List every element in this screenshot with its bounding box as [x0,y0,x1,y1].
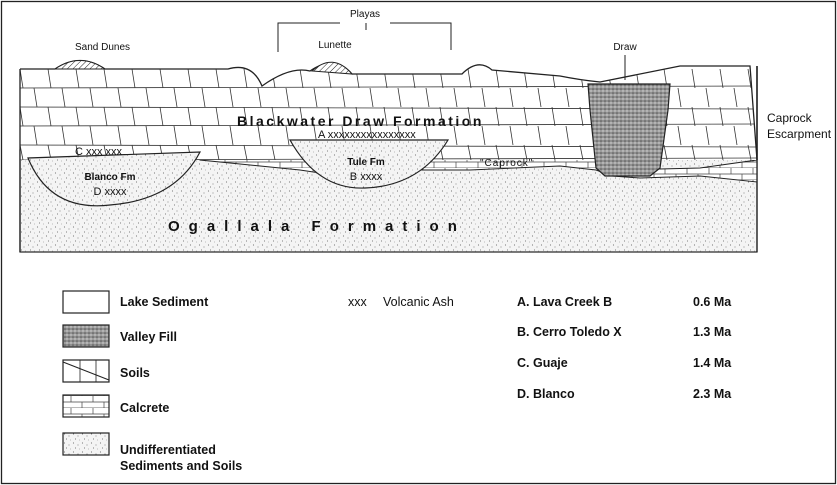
legend-label-sediment-2: Sediments and Soils [120,459,242,473]
caprock-inline-label: "Caprock" [480,158,533,169]
playas-bracket [278,23,451,52]
legend-label-calcrete: Calcrete [120,401,169,415]
ash-age-name-b: B. Cerro Toledo X [517,325,622,339]
legend: Lake Sediment Valley Fill Soils Calcrete… [63,291,454,473]
legend-label-sediment-1: Undifferentiated [120,443,216,457]
legend-swatch-sediment [63,433,109,455]
ash-age-value-c: 1.4 Ma [693,356,732,370]
blanco-fm-label: Blanco Fm [84,172,135,183]
ash-age-name-a: A. Lava Creek B [517,295,612,309]
ash-c-label: C xxx xxx [75,146,123,158]
ash-age-value-a: 0.6 Ma [693,295,732,309]
blackwater-draw-label: Blackwater Draw Formation [237,113,484,129]
caprock-escarpment-label-1: Caprock [767,111,813,125]
ash-b-label: B xxxx [350,171,383,183]
tule-fm-label: Tule Fm [347,157,385,168]
legend-swatch-lake [63,291,109,313]
ash-a-label: A xxxxxxxxxxxxxxxx [318,129,416,141]
draw-label: Draw [613,42,637,53]
draw-valley-fill [588,84,670,176]
legend-label-soils: Soils [120,366,150,380]
caprock-escarpment-label-2: Escarpment [767,127,832,141]
ash-age-value-b: 1.3 Ma [693,325,732,339]
legend-swatch-calcrete [63,395,109,417]
lunette-label: Lunette [318,40,352,51]
legend-swatch-soils [63,360,109,382]
legend-label-valley: Valley Fill [120,330,177,344]
ash-age-table: A. Lava Creek B 0.6 Ma B. Cerro Toledo X… [517,295,732,401]
cross-section: Sand Dunes Playas Lunette Draw Caprock E… [20,9,832,252]
legend-label-lake: Lake Sediment [120,295,209,309]
legend-swatch-valley [63,325,109,347]
ash-age-name-d: D. Blanco [517,387,575,401]
ogallala-label: Ogallala Formation [168,218,466,235]
ash-age-value-d: 2.3 Ma [693,387,732,401]
legend-ash-symbol: xxx [348,295,368,309]
sand-dunes-label: Sand Dunes [75,42,130,53]
playas-label: Playas [350,9,380,20]
ash-age-name-c: C. Guaje [517,356,568,370]
legend-ash-label: Volcanic Ash [383,295,454,309]
ash-d-label: D xxxx [94,186,128,198]
sand-dune-1 [55,61,105,70]
